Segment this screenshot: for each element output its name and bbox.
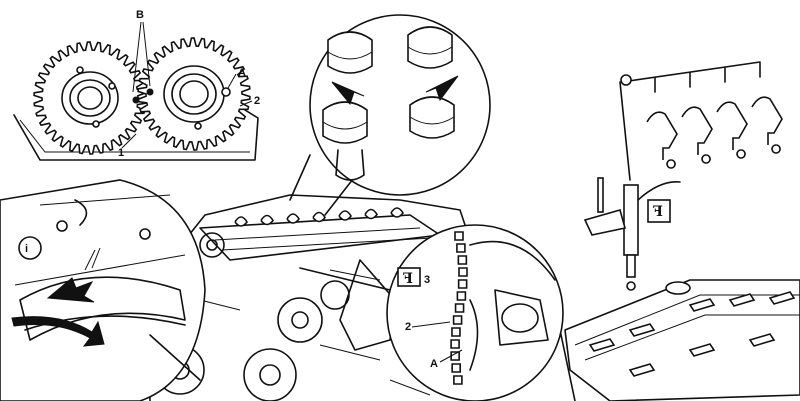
cam-lobe [260, 214, 274, 226]
injector-lines [646, 62, 783, 169]
rocker-1 [327, 31, 373, 74]
clamp [583, 209, 626, 236]
rocker-detail-panel [289, 14, 491, 216]
svg-text:ꟻ: ꟻ [403, 271, 413, 287]
cam-sprocket [199, 232, 225, 258]
chain-link [454, 303, 465, 313]
right-camshaft-gear [137, 37, 251, 151]
mark-arrow [46, 277, 95, 303]
cam-lobe [390, 207, 404, 218]
tensioner-body [494, 289, 549, 346]
valve-stem [335, 149, 365, 181]
label-chain-a: A [430, 358, 438, 370]
cam-lobe [364, 208, 378, 220]
left-gear-hub [61, 71, 119, 125]
cover-boss [728, 293, 756, 307]
torque-symbol-chain [397, 267, 421, 287]
label-1: 1 [118, 147, 124, 159]
chain-link [450, 351, 460, 361]
crank-pulley [243, 348, 297, 401]
chain-link [453, 375, 463, 385]
crank-detail-circle [0, 179, 206, 401]
chain-link [458, 267, 468, 277]
right-timing-mark [146, 88, 154, 96]
cover-boss [748, 333, 776, 347]
left-arrow [331, 81, 365, 106]
rotation-arrow [11, 316, 105, 347]
cover-boss [688, 298, 716, 312]
crank-detail-panel: i [0, 179, 206, 401]
rail-drop [619, 81, 631, 181]
chain-link [450, 339, 460, 349]
label-a: A [238, 67, 246, 79]
torque-symbol-injector [647, 199, 671, 223]
chain-link [456, 243, 466, 253]
chain-link [451, 363, 461, 373]
rocker-4 [409, 96, 455, 139]
cover-boss [628, 363, 656, 377]
injector-pipe-1 [646, 111, 678, 160]
right-gear-teeth [137, 37, 251, 151]
bracket-curve [74, 199, 88, 226]
chain-link [457, 279, 468, 289]
label-chain-3: 3 [424, 274, 430, 286]
cam-lobe [312, 211, 326, 223]
chain-link [452, 315, 463, 325]
cam-lobe [338, 210, 352, 221]
chain-callout-line [299, 267, 391, 291]
cover-boss [628, 323, 656, 337]
injector-pipe-2 [681, 106, 713, 155]
timing-chain [450, 231, 468, 385]
cam-lobe [234, 216, 248, 227]
injector-pipe-3 [716, 101, 748, 150]
left-camshaft-gear [33, 41, 147, 155]
camshaft-gears-panel: B A 1 2 [13, 9, 260, 161]
cylinder-head-outline [13, 109, 259, 161]
oil-filler-cap [665, 281, 691, 295]
cover-boss [688, 343, 716, 357]
label-b: B [136, 9, 144, 21]
cylinder-head-cover [564, 279, 800, 401]
fuel-injector [623, 184, 639, 256]
info-badge [18, 236, 42, 260]
alternator-pulley [277, 297, 323, 343]
chain-link [454, 231, 464, 241]
cover-bosses [588, 291, 796, 377]
cam-lobe [286, 213, 300, 224]
chain-link [456, 291, 467, 301]
chain-detail-panel: ꟻ 3 2 A [299, 224, 564, 401]
label-chain-2: 2 [405, 321, 411, 333]
chain-link [457, 255, 468, 265]
rocker-2 [407, 26, 453, 69]
left-gear-teeth [33, 41, 147, 155]
rocker-assemblies [322, 26, 455, 181]
clamp-bolt [597, 177, 604, 213]
injector-panel: ꟻ [564, 61, 800, 401]
camshaft-lobes [234, 207, 404, 227]
rocker-3 [322, 101, 368, 144]
cover-boss [768, 291, 796, 305]
svg-text:ꟻ: ꟻ [653, 204, 663, 220]
fuel-rail [621, 61, 761, 83]
cover-boss [588, 338, 616, 352]
injector-pipe-4 [751, 96, 783, 145]
svg-text:i: i [25, 243, 28, 255]
label-2: 2 [254, 95, 260, 107]
chain-link [451, 327, 461, 337]
right-arrow [425, 75, 459, 102]
left-timing-mark [132, 96, 140, 104]
